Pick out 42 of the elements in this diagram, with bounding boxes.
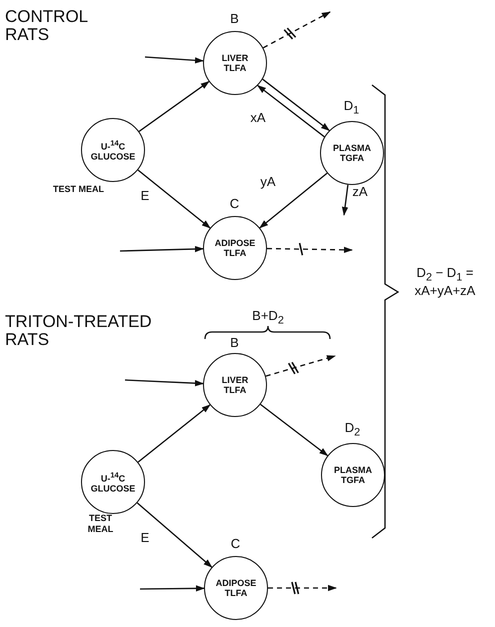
edge-label: E xyxy=(140,189,150,203)
edge-label: xA xyxy=(249,111,267,125)
group-heading: TRITON-TREATED RATS xyxy=(5,313,153,349)
compartment-label: PLASMA TGFA xyxy=(332,143,372,163)
arrow xyxy=(260,404,328,456)
arrow xyxy=(144,56,204,64)
edge-label: zA xyxy=(351,185,369,199)
equation: D$_{2}$ − D$_{1}$ = xA+yA+zA xyxy=(414,266,476,298)
arrow xyxy=(257,84,325,138)
arrow xyxy=(342,184,349,216)
arrow xyxy=(120,246,204,252)
arrow xyxy=(124,379,204,386)
edge-label: E xyxy=(140,531,150,545)
compartment-tag: TEST MEAL xyxy=(84,512,118,534)
arrow xyxy=(138,404,211,463)
compartment-label: LIVER TLFA xyxy=(220,53,250,73)
compartment-label: PLASMA TGFA xyxy=(333,465,373,485)
compartment-tag: B xyxy=(230,12,239,25)
compartment-tag: C xyxy=(230,197,240,210)
arrow xyxy=(268,584,337,592)
edge-label: yA xyxy=(259,175,277,189)
arrow xyxy=(138,170,211,229)
compartment-tag: D$_{1}$ xyxy=(344,99,360,118)
arrow xyxy=(259,172,328,228)
compartment-tag: C xyxy=(230,537,240,550)
compartment-label: U-$^{14}$C GLUCOSE xyxy=(90,470,136,494)
compartment-label: ADIPOSE TLFA xyxy=(214,578,258,598)
brace-label: B+D$_{2}$ xyxy=(252,309,284,327)
compartment-label: LIVER TLFA xyxy=(220,375,250,395)
arrow xyxy=(262,11,331,48)
compartment-label: U-$^{14}$C GLUCOSE xyxy=(90,138,136,162)
arrow xyxy=(266,355,336,377)
arrow xyxy=(136,502,212,568)
arrow xyxy=(138,81,210,132)
arrow xyxy=(266,246,353,253)
compartment-tag: D$_{2}$ xyxy=(344,421,360,440)
arrow xyxy=(262,78,330,132)
compartment-label: ADIPOSE TLFA xyxy=(214,238,256,258)
compartment-tag: B xyxy=(230,336,239,349)
arrow xyxy=(140,585,205,592)
group-heading: CONTROL RATS xyxy=(5,8,88,44)
compartment-tag: TEST MEAL xyxy=(53,184,104,195)
